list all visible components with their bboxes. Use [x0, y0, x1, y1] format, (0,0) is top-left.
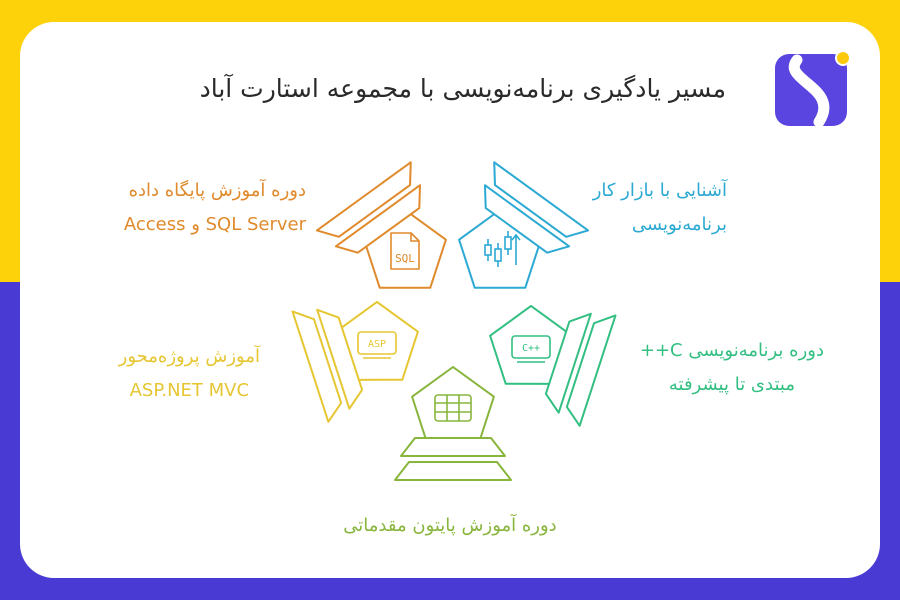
step-aspnet-node: [291, 300, 419, 423]
page-title: مسیر یادگیری برنامه‌نویسی با مجموعه استا…: [199, 74, 726, 103]
logo-dot: [835, 50, 851, 66]
chart-icon: [484, 231, 521, 267]
step-market-line2: برنامه‌نویسی: [631, 214, 727, 235]
table-icon: [434, 394, 472, 422]
step-cpp-band-inner: [544, 312, 592, 414]
step-python-band-outer: [394, 461, 512, 481]
step-aspnet-label: آموزش پروژه‌محور ASP.NET MVC: [119, 340, 260, 408]
step-python-line1: دوره آموزش پایتون مقدماتی: [343, 515, 557, 536]
step-database-node: [315, 161, 447, 289]
step-cpp-label: دوره برنامه‌نویسی C++ مبتدی تا پیشرفته: [640, 334, 824, 402]
cpp-icon: C++: [511, 335, 551, 363]
step-python-band-inner: [400, 437, 506, 457]
step-cpp-node: [489, 304, 617, 427]
asp-icon: ASP: [357, 331, 397, 359]
aspnet-icon-text: ASP: [368, 339, 386, 350]
step-market-band-outer: [493, 161, 590, 238]
content-card: [20, 22, 880, 578]
step-market-label: آشنایی با بازار کار برنامه‌نویسی: [593, 174, 727, 242]
step-database-band-inner: [334, 184, 422, 254]
step-python-pentagon: [411, 366, 495, 446]
startabad-logo: [775, 50, 851, 128]
step-cpp-line2: مبتدی تا پیشرفته: [668, 374, 795, 395]
step-market-band-inner: [483, 184, 571, 254]
step-cpp-band-outer: [565, 314, 617, 427]
step-cpp-line1: دوره برنامه‌نویسی C++: [639, 340, 824, 361]
step-aspnet-line2: ASP.NET MVC: [129, 380, 250, 401]
step-database-line1: دوره آموزش پایگاه داده: [128, 180, 306, 201]
step-aspnet-band-inner: [316, 308, 364, 410]
step-aspnet-line1: آموزش پروژه‌محور: [118, 346, 260, 367]
sql-file-icon: SQL: [390, 232, 420, 270]
step-python-label: دوره آموزش پایتون مقدماتی: [250, 509, 650, 543]
step-database-label: دوره آموزش پایگاه داده SQL Server و Acce…: [124, 174, 306, 242]
step-aspnet-band-outer: [291, 310, 343, 423]
step-database-line2: SQL Server و Access: [123, 214, 306, 235]
step-database-band-outer: [315, 161, 412, 238]
step-python-node: [394, 366, 512, 481]
cpp-icon-text: C++: [522, 343, 540, 354]
logo-swoosh: [788, 54, 830, 128]
step-market-line1: آشنایی با بازار کار: [592, 180, 727, 201]
sql-icon-text: SQL: [395, 252, 415, 265]
